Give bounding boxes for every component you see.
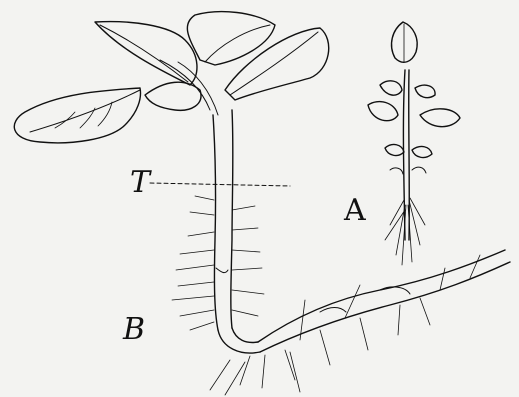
- leaf-top-center: [187, 12, 275, 65]
- leaf-right: [225, 28, 329, 100]
- main-stem: [213, 115, 218, 330]
- young-plant: [368, 22, 460, 265]
- leaf-inner: [145, 82, 201, 110]
- t-level-line: [150, 183, 290, 186]
- label-a: A: [344, 196, 366, 226]
- rhizome: [258, 250, 505, 342]
- label-b: B: [123, 315, 145, 345]
- leaf-left: [14, 88, 140, 143]
- large-plant: [14, 12, 510, 395]
- label-t: T: [130, 168, 150, 198]
- leaf-top-left: [95, 22, 197, 85]
